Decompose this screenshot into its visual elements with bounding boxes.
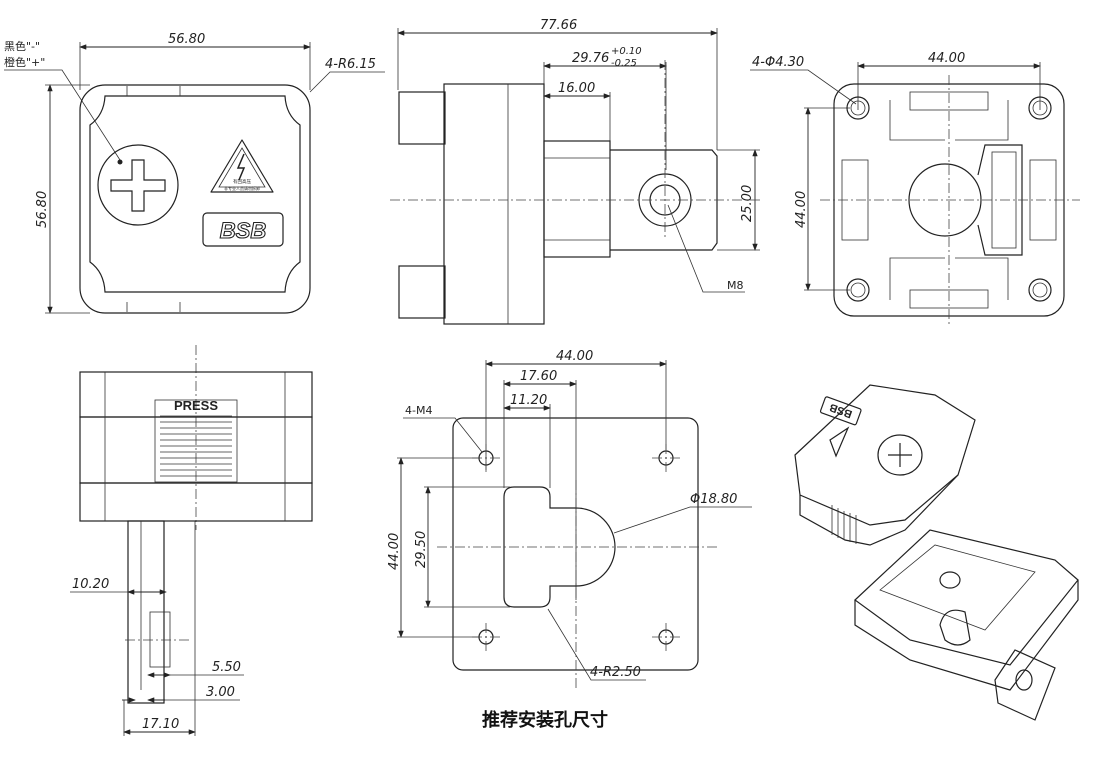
top-inner-outline xyxy=(89,95,301,293)
plus-terminal-circle xyxy=(97,144,179,226)
mount-cutout-height-label: 29.50 xyxy=(414,531,429,568)
bottom-ribs xyxy=(889,100,1009,141)
side-tab xyxy=(610,149,718,251)
mount-plate xyxy=(452,417,699,671)
top-view: 黑色"-" 橙色"+" 56.80 56.80 4-R6.15 有回高压 非专业… xyxy=(4,32,385,314)
side-overall-length-label: 77.66 xyxy=(540,18,577,33)
bottom-hole-spacing-y-label: 44.00 xyxy=(794,191,809,228)
stem-nut xyxy=(149,611,171,668)
mount-hole xyxy=(1028,96,1052,120)
iso-tab xyxy=(994,649,1056,721)
bottom-hole-spec-label: 4-Φ4.30 xyxy=(752,55,804,70)
mount-cutout-narrow-label: 11.20 xyxy=(510,393,547,408)
bottom-round-boss xyxy=(908,163,982,237)
warning-text-1: 有回高压 xyxy=(233,178,251,185)
front-view: PRESS 10.20 5.50 3.00 17.10 xyxy=(70,345,313,736)
front-bottom-band xyxy=(79,482,313,522)
top-radius-label: 4-R6.15 xyxy=(325,57,376,72)
legend-black-minus: 黑色"-" xyxy=(4,39,40,53)
legend-orange-plus: 橙色"+" xyxy=(4,55,45,69)
hole-leader xyxy=(750,69,857,105)
side-tab-height-label: 25.00 xyxy=(740,185,755,222)
mount-pattern-view: 44.00 17.60 11.20 44.00 29.50 4-M4 Φ18.8… xyxy=(387,349,752,731)
mount-hole xyxy=(846,278,870,302)
bsb-logo-frame xyxy=(202,212,284,247)
front-dim-b: 5.50 xyxy=(212,660,241,675)
front-dim-total: 17.10 xyxy=(142,717,179,732)
mount-caption: 推荐安装孔尺寸 xyxy=(482,709,608,731)
mount-hole-spacing-x-label: 44.00 xyxy=(556,349,593,364)
diameter-leader xyxy=(613,506,752,534)
iso-boss xyxy=(939,609,971,646)
mount-hole-spacing-y-label: 44.00 xyxy=(387,533,402,570)
mount-hole xyxy=(846,96,870,120)
bottom-ribs xyxy=(889,257,1009,300)
iso-base-inner xyxy=(879,544,1036,631)
mount-hole-inner xyxy=(1032,282,1048,298)
mount-hole-inner xyxy=(850,282,866,298)
top-height-label: 56.80 xyxy=(35,191,50,228)
iso-press-ridges xyxy=(831,505,857,544)
side-view: 77.66 29.76 +0.10 -0.25 16.00 25.00 xyxy=(390,18,760,325)
top-body-outline xyxy=(79,84,311,314)
mount-cutout xyxy=(503,486,616,608)
bsb-logo: BSB xyxy=(220,218,267,243)
side-tab-tol-upper: +0.10 xyxy=(611,46,642,57)
bottom-slot-bottom xyxy=(909,289,989,309)
warning-triangle-icon xyxy=(210,139,274,193)
top-notches xyxy=(126,86,181,312)
hole-centerlines xyxy=(472,444,680,651)
legend-leader-dot xyxy=(117,159,123,165)
mount-hole xyxy=(1028,278,1052,302)
side-thread-label: M8 xyxy=(727,279,744,292)
top-width-label: 56.80 xyxy=(168,32,205,47)
iso-bsb-frame xyxy=(819,396,862,426)
side-tab-length-label: 29.76 xyxy=(572,51,609,66)
iso-plus-circle xyxy=(877,434,923,476)
mount-hole-inner xyxy=(1032,100,1048,116)
iso-warning-icon xyxy=(829,426,850,458)
bottom-slot-top xyxy=(909,91,989,111)
side-tab-tol-lower: -0.25 xyxy=(611,58,637,69)
press-grip-ridges xyxy=(160,415,232,477)
iso-base-side xyxy=(854,580,1079,691)
mount-cutout-width-label: 17.60 xyxy=(520,369,557,384)
legend-leader xyxy=(4,69,121,161)
side-clip-top xyxy=(398,91,446,145)
iso-plus-icon xyxy=(888,443,912,467)
iso-cap-side xyxy=(799,474,959,546)
press-label: PRESS xyxy=(174,398,218,413)
iso-tab-hole xyxy=(1015,669,1033,691)
warning-triangle-inner xyxy=(218,147,266,188)
warning-text-2: 非专业人员请勿拆卸 xyxy=(224,185,260,191)
mount-hole-spec-label: 4-M4 xyxy=(405,404,432,417)
m4-leader xyxy=(403,417,483,453)
side-body xyxy=(443,83,545,325)
radius-leader xyxy=(547,608,646,681)
iso-center-hole xyxy=(939,571,961,589)
front-dim-a: 10.20 xyxy=(72,577,109,592)
isometric-view: BSB xyxy=(794,384,1079,721)
bottom-view: 44.00 44.00 4-Φ4.30 xyxy=(750,51,1080,325)
front-dim-c: 3.00 xyxy=(206,685,235,700)
radius-leader xyxy=(309,71,385,93)
lightning-bolt-icon xyxy=(236,153,246,181)
side-collar xyxy=(543,140,611,258)
mount-corner-radius-label: 4-R2.50 xyxy=(590,665,641,680)
bottom-hole-spacing-x-label: 44.00 xyxy=(928,51,965,66)
plus-symbol-icon xyxy=(110,159,166,212)
side-clip-bottom xyxy=(398,265,446,319)
mount-hole-inner xyxy=(850,100,866,116)
m8-leader xyxy=(667,204,745,293)
press-grip xyxy=(154,399,238,483)
side-step-length-label: 16.00 xyxy=(558,81,595,96)
mount-round-diameter-label: Φ18.80 xyxy=(690,492,737,507)
